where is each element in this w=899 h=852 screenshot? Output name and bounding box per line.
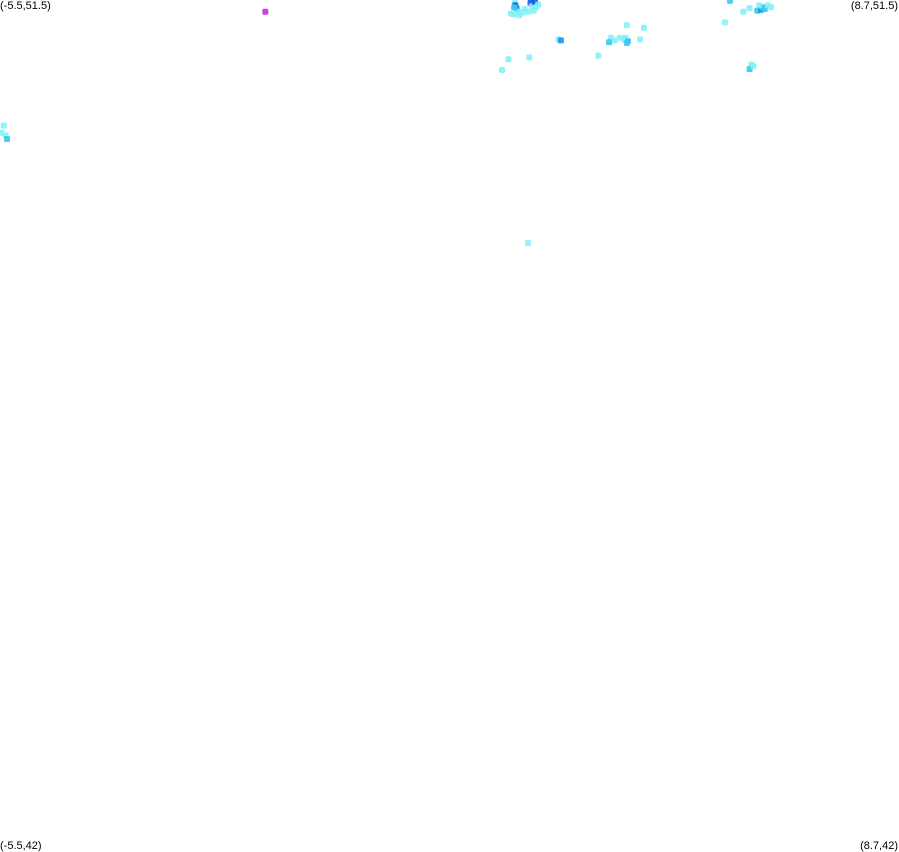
data-point-44 xyxy=(750,63,757,70)
data-point-30 xyxy=(637,36,644,43)
data-point-19 xyxy=(557,37,564,44)
data-point-49 xyxy=(0,122,7,129)
data-point-34 xyxy=(746,5,753,12)
data-point-40 xyxy=(768,4,775,11)
data-point-33 xyxy=(740,8,747,15)
data-point-16 xyxy=(535,1,542,8)
corner-label-bottom-right: (8.7,42) xyxy=(860,840,898,852)
data-point-47 xyxy=(526,54,533,61)
data-point-41 xyxy=(756,2,763,9)
data-point-32 xyxy=(721,19,728,26)
data-point-52 xyxy=(4,136,10,142)
data-point-20 xyxy=(623,22,630,29)
data-point-15 xyxy=(530,7,537,14)
data-point-23 xyxy=(606,39,612,46)
data-points-layer xyxy=(0,0,775,246)
corner-label-top-right: (8.7,51.5) xyxy=(850,0,898,12)
data-point-24 xyxy=(611,37,618,44)
data-point-0 xyxy=(262,8,269,15)
data-point-29 xyxy=(640,24,647,31)
corner-label-top-left: (-5.5,51.5) xyxy=(0,0,51,12)
data-point-28 xyxy=(623,40,630,46)
data-point-5 xyxy=(510,11,517,18)
data-point-46 xyxy=(499,67,505,73)
data-point-45 xyxy=(505,56,512,63)
data-point-17 xyxy=(511,4,518,11)
data-point-53 xyxy=(525,240,531,246)
data-point-10 xyxy=(525,8,531,15)
data-point-48 xyxy=(595,52,602,59)
corner-label-bottom-left: (-5.5,42) xyxy=(0,840,42,852)
data-point-31 xyxy=(727,0,733,4)
